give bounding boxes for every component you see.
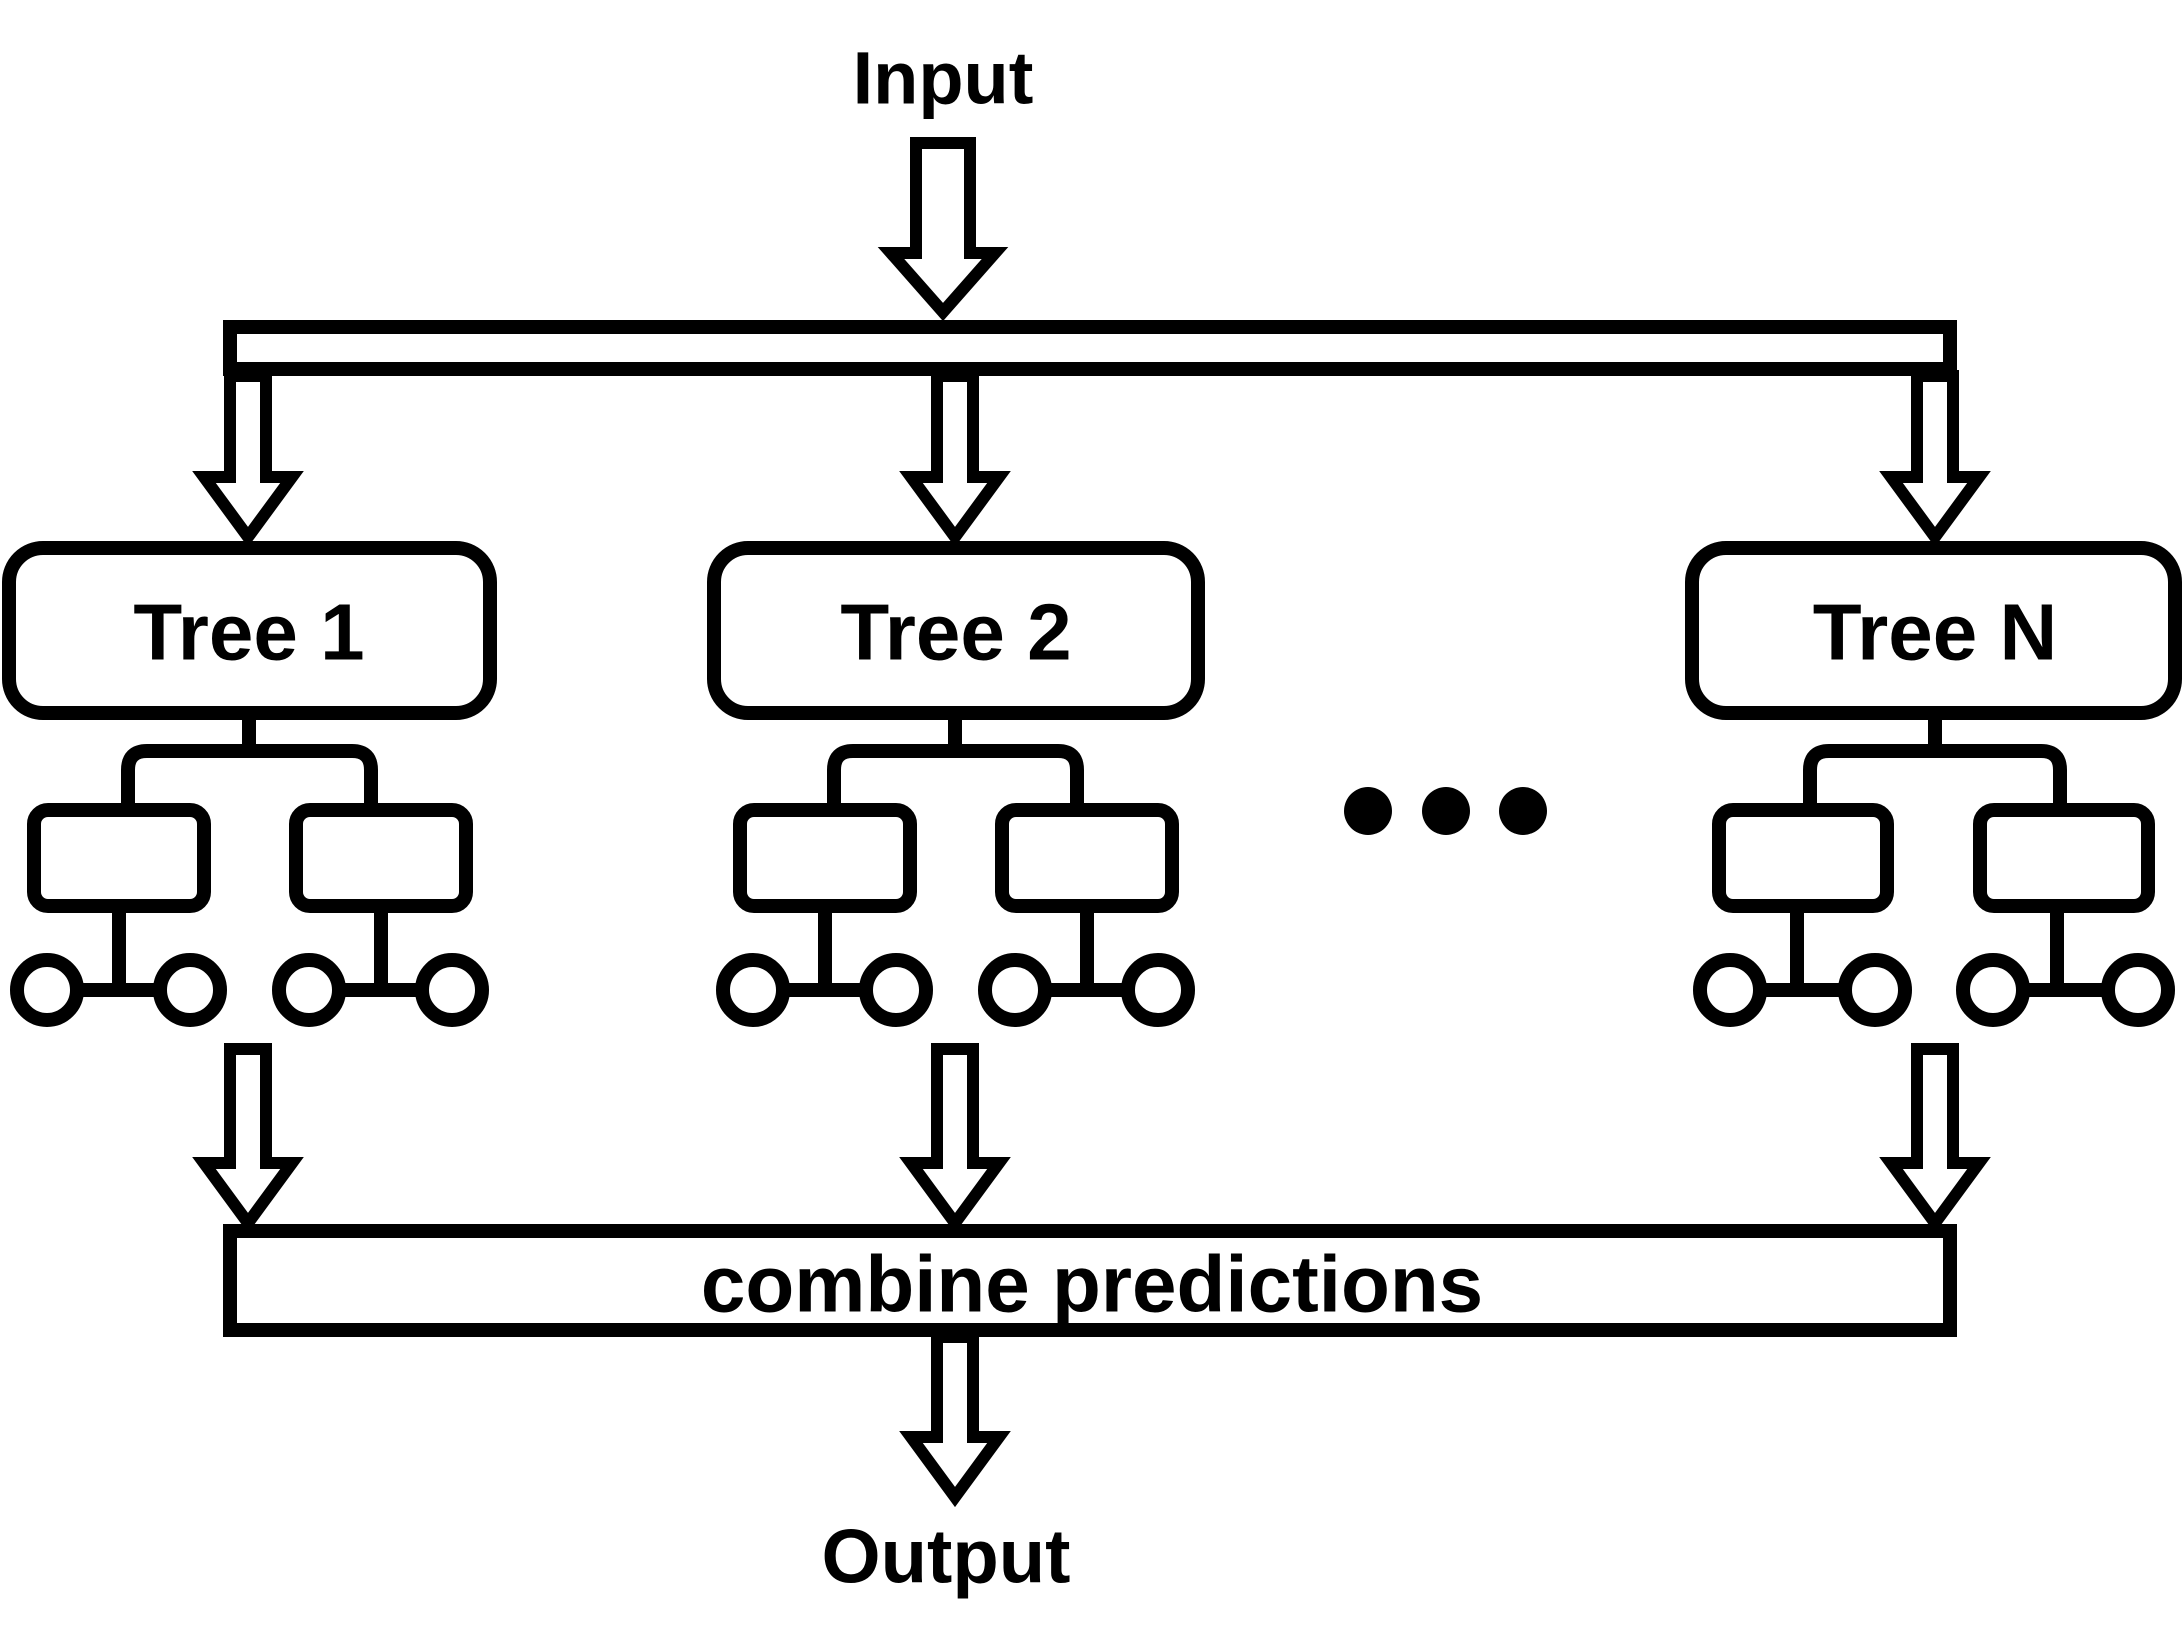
- tree-n-leaf: [2101, 953, 2175, 1027]
- tree-1-icon: [10, 713, 489, 1027]
- output-label: Output: [821, 1515, 1070, 1600]
- tree-n-icon: [1693, 713, 2175, 1027]
- output-arrow: [899, 1331, 1011, 1508]
- tree-n-leaf: [1838, 953, 1912, 1027]
- tree-1-leaf: [272, 953, 346, 1027]
- tree-1-node-right: [289, 803, 473, 913]
- tree-n: Tree N: [1685, 541, 2182, 1027]
- tree-1-label: Tree 1: [133, 588, 364, 677]
- tree-n-input-arrow: [1879, 370, 1991, 548]
- tree-n-branch: [1803, 744, 2067, 810]
- tree-1: Tree 1: [2, 541, 497, 1027]
- tree-2-leaf: [978, 953, 1052, 1027]
- tree-2-icon: [716, 713, 1195, 1027]
- tree-n-leaf: [1693, 953, 1767, 1027]
- tree-2-leaf: [859, 953, 933, 1027]
- tree-1-leaf: [415, 953, 489, 1027]
- tree-2: Tree 2: [707, 541, 1205, 1027]
- distribution-bar: [223, 320, 1957, 376]
- input-label: Input: [853, 37, 1034, 120]
- tree-2-output-arrow: [899, 1043, 1011, 1234]
- tree-1-leaf: [10, 953, 84, 1027]
- tree-1-input-arrow: [192, 370, 304, 548]
- tree-2-leaf: [1121, 953, 1195, 1027]
- tree-n-label: Tree N: [1813, 588, 2058, 677]
- combine-predictions-box: [223, 1224, 1957, 1337]
- ellipsis: [1344, 787, 1547, 835]
- tree-2-leaf: [716, 953, 790, 1027]
- tree-n-node-right: [1973, 803, 2155, 913]
- tree-n-node-left: [1712, 803, 1894, 913]
- input-arrow: [877, 137, 1009, 322]
- tree-1-branch: [121, 744, 378, 810]
- tree-1-node-left: [27, 803, 211, 913]
- tree-2-node-left: [733, 803, 917, 913]
- tree-2-branch: [827, 744, 1084, 810]
- tree-1-leaf: [153, 953, 227, 1027]
- tree-n-output-arrow: [1879, 1043, 1991, 1234]
- tree-2-input-arrow: [899, 370, 1011, 548]
- tree-2-label: Tree 2: [840, 588, 1071, 677]
- tree-n-leaf: [1956, 953, 2030, 1027]
- tree-1-output-arrow: [192, 1043, 304, 1234]
- tree-2-node-right: [995, 803, 1179, 913]
- combine-predictions-label: combine predictions: [701, 1240, 1483, 1329]
